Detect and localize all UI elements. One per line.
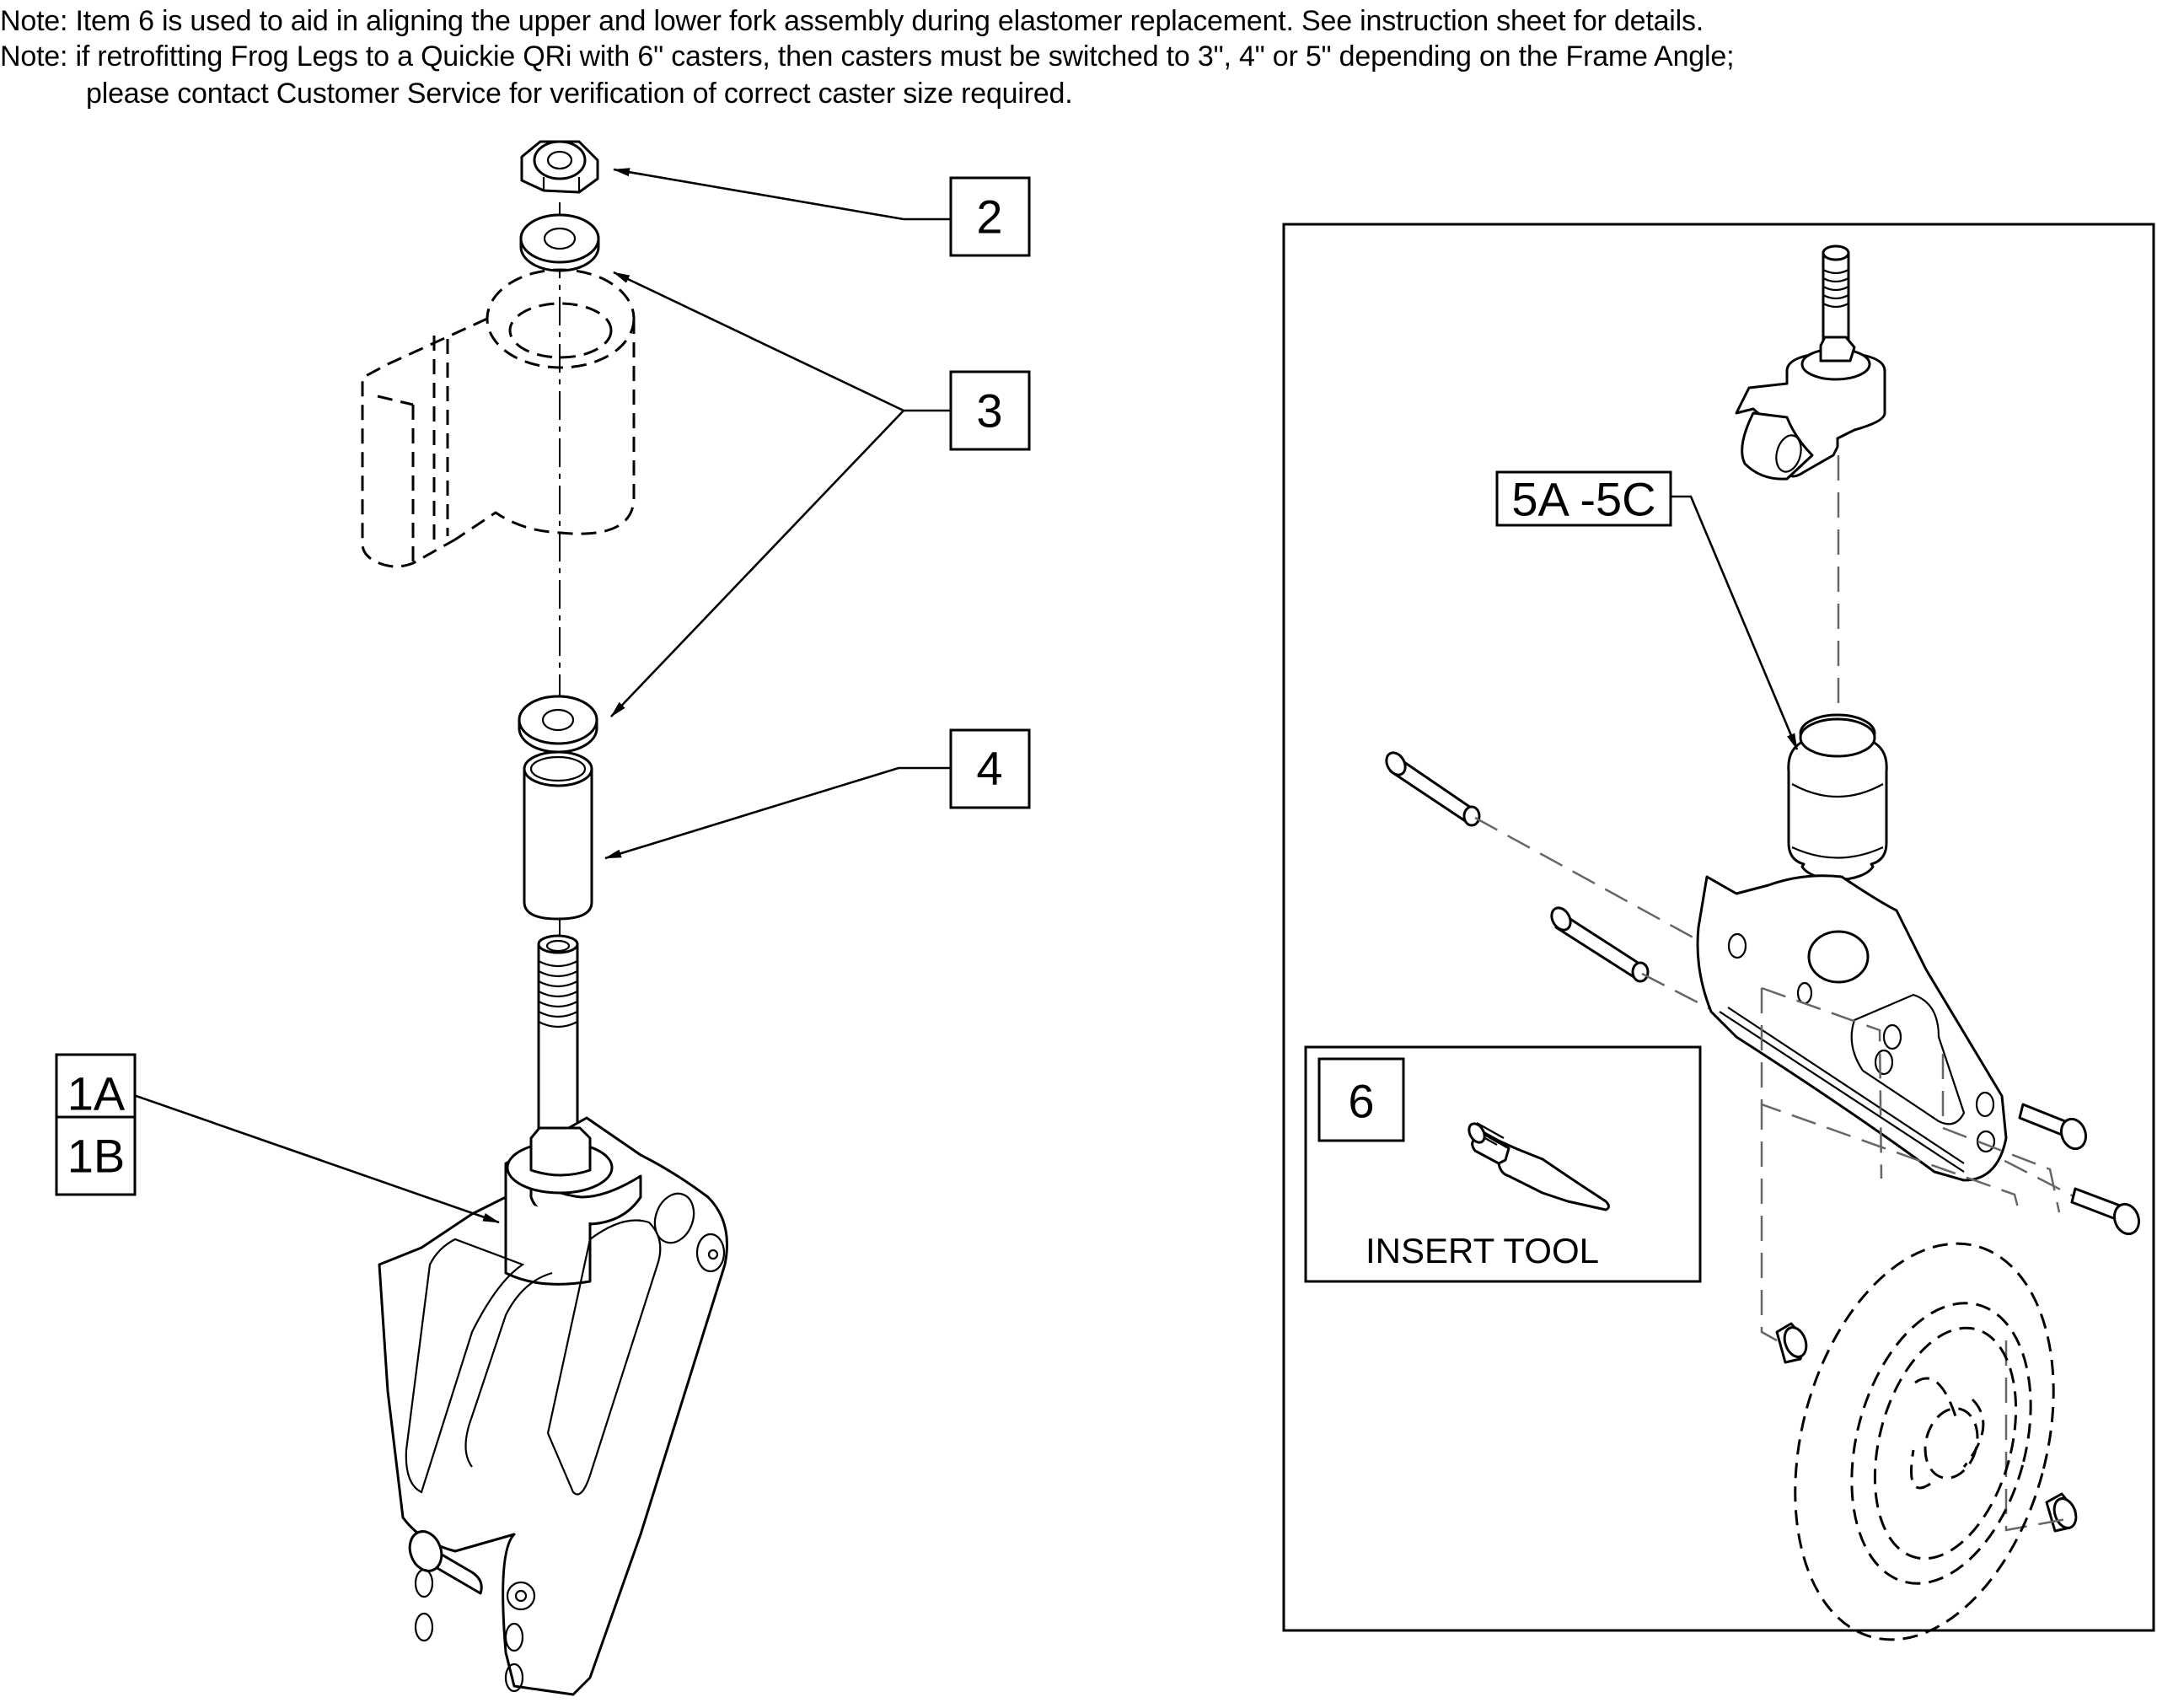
right-assembly (1385, 244, 2141, 1641)
wheel-spacer-right-part (2045, 1492, 2078, 1533)
screw-lower-part (2070, 1187, 2141, 1236)
note-retrofit: Note: if retrofitting Frog Legs to a Qui… (0, 40, 1735, 73)
wheel-spacer-left-part (1775, 1322, 1808, 1364)
axle-guide-right (1941, 1054, 2061, 1213)
caster-assembly-frame (1282, 223, 2155, 1632)
housing-hidden-outline (361, 268, 636, 568)
callout-1b: 1B (55, 1115, 137, 1196)
elastomer-part (1787, 713, 1888, 881)
axle-guide-spacer-right (2004, 1340, 2076, 1532)
callout-5-label: 5A -5C (1511, 473, 1655, 526)
caster-wheel-hidden (1794, 1242, 2055, 1641)
axle-guide-left (1761, 986, 1883, 1179)
callout-1a-label: 1A (67, 1067, 126, 1120)
insert-tool-label: INSERT TOOL (1366, 1231, 1599, 1270)
pin-upper-part (1385, 751, 1481, 827)
lower-fork-part (378, 1116, 728, 1696)
axle-guide-left-lower (1760, 988, 2021, 1215)
axle-guide-spacer-left (1760, 1104, 1778, 1342)
upper-washer-part (519, 213, 600, 272)
callout-5: 5A -5C (1495, 470, 1799, 750)
hex-nut-part (520, 140, 599, 194)
lower-washer-part (518, 695, 598, 754)
insert-tool-part (1468, 1122, 1610, 1211)
upper-fork-part (1735, 336, 1886, 481)
left-assembly (361, 140, 728, 1696)
insert-tool-inset-frame (1304, 1045, 1702, 1283)
callout-4-label: 4 (976, 742, 1002, 795)
callout-3-label: 3 (976, 384, 1002, 438)
pin-lower-part (1550, 906, 1650, 983)
callout-6-label: 6 (1348, 1075, 1374, 1128)
callout-4: 4 (604, 728, 1031, 860)
caster-fork-part (1696, 874, 2008, 1182)
callout-2-label: 2 (976, 191, 1002, 244)
insert-tool-inset: 6 INSERT TOOL (1304, 1045, 1702, 1283)
spacer-tube-part (523, 750, 593, 921)
callout-3: 3 (610, 271, 1031, 717)
note-insert-tool: Note: Item 6 is used to aid in aligning … (0, 5, 1704, 37)
callout-2: 2 (613, 168, 1031, 257)
note-retrofit-continued: please contact Customer Service for veri… (86, 78, 1073, 110)
callout-1b-label: 1B (67, 1130, 126, 1183)
screw-upper-part (2018, 1103, 2088, 1151)
